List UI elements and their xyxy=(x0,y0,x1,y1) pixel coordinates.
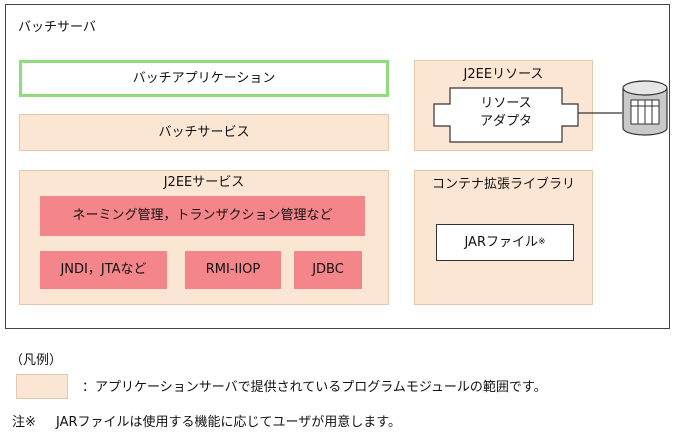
j2ee-resource-title: J2EEリソース xyxy=(463,67,544,82)
batch-application-box: バッチアプリケーション xyxy=(19,60,389,97)
database-icon xyxy=(622,80,668,136)
jar-file-label: JARファイル xyxy=(464,234,538,250)
batch-service-box: バッチサービス xyxy=(19,114,389,151)
container-extension-title: コンテナ拡張ライブラリ xyxy=(431,177,575,192)
adapter-db-connector xyxy=(578,112,622,114)
jdbc-box: JDBC xyxy=(294,251,362,289)
rmi-iiop-box: RMI-IIOP xyxy=(185,251,281,289)
note-text: JARファイルは使用する機能に応じてユーザが用意します。 xyxy=(56,415,401,430)
resource-adapter-label-1: リソース xyxy=(480,96,532,111)
resource-adapter-shape xyxy=(433,87,579,143)
legend-title: （凡例） xyxy=(10,353,63,368)
j2ee-service-title: J2EEサービス xyxy=(163,175,245,190)
jndi-jta-box: JNDI，JTAなど xyxy=(40,251,167,289)
jar-file-box: JARファイル※ xyxy=(436,224,574,261)
resource-adapter-label-2: アダプタ xyxy=(479,114,532,129)
note-prefix: 注※ xyxy=(12,415,36,430)
naming-transaction-box: ネーミング管理，トランザクション管理など xyxy=(40,196,365,236)
legend-swatch xyxy=(16,374,68,399)
jar-file-note-mark: ※ xyxy=(538,237,546,247)
legend-description: ：アプリケーションサーバで提供されているプログラムモジュールの範囲です。 xyxy=(82,380,547,395)
batch-server-title: バッチサーバ xyxy=(18,20,96,35)
